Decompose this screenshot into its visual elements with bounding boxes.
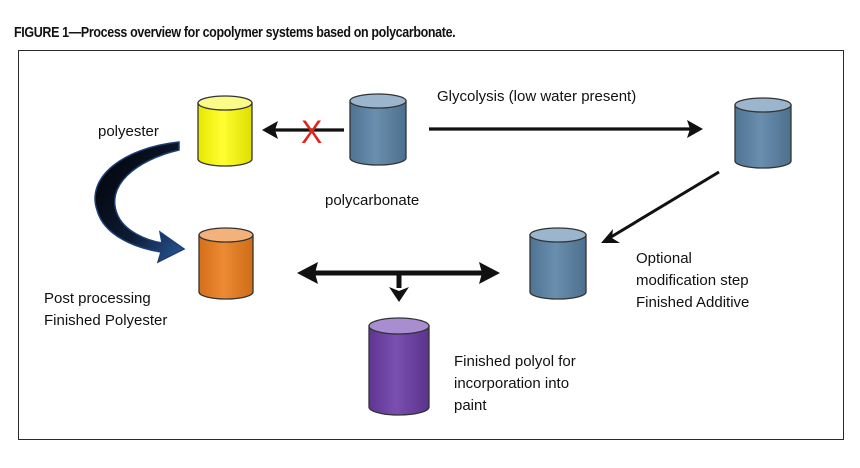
polycarbonate-label: polycarbonate xyxy=(325,192,420,209)
post-processing-label: Post processing xyxy=(44,290,151,307)
down-arrow xyxy=(389,273,409,302)
diagram-frame xyxy=(18,50,844,440)
modification-arrow xyxy=(601,170,720,243)
polyol-label-line1: Finished polyol for xyxy=(454,353,576,370)
polyester-cylinder xyxy=(197,95,253,167)
finished-additive-cylinder xyxy=(529,227,587,300)
finished-polyol-cylinder xyxy=(368,317,430,416)
figure-title: FIGURE 1—Process overview for copolymer … xyxy=(14,25,456,41)
polyester-label: polyester xyxy=(98,123,159,140)
polyol-label-line2: incorporation into xyxy=(454,375,570,392)
curved-arrow xyxy=(94,141,186,264)
glycolysis-arrow xyxy=(429,120,703,138)
blocked-arrow xyxy=(262,121,344,139)
glycolysis-label: Glycolysis (low water present) xyxy=(437,88,637,105)
finished-polyester-cylinder xyxy=(198,227,254,300)
finished-polyester-label: Finished Polyester xyxy=(44,312,168,329)
polyol-label-line3: paint xyxy=(454,397,487,414)
blocked-mark: X xyxy=(301,114,322,150)
finished-additive-label: Finished Additive xyxy=(636,294,750,311)
optional-label: Optional xyxy=(636,250,692,267)
glycolysis-cylinder xyxy=(734,97,792,169)
modification-step-label: modification step xyxy=(636,272,749,289)
polycarbonate-cylinder xyxy=(349,93,407,166)
